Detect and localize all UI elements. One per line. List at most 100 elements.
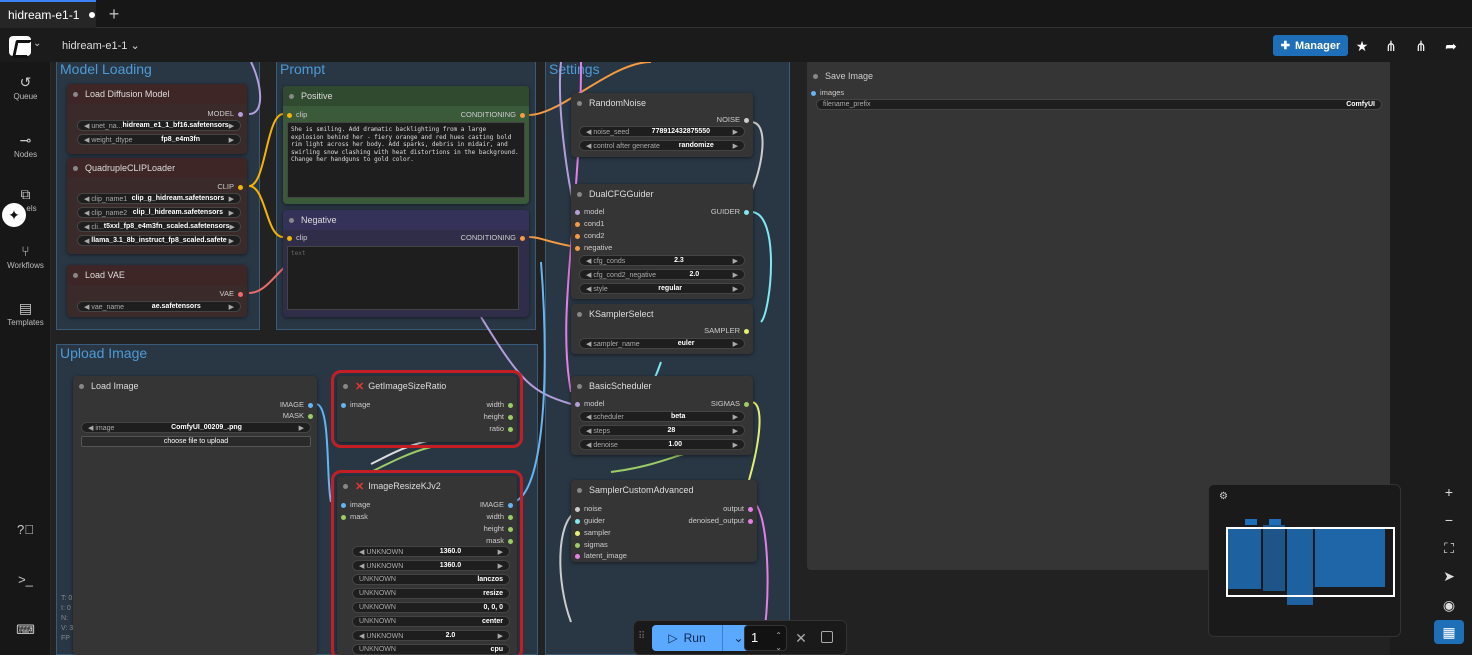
input-model[interactable]: model — [575, 207, 604, 216]
input-negative[interactable]: negative — [575, 243, 612, 252]
sidebar-item-workflows[interactable]: ⑂ Workflows — [0, 243, 51, 270]
node-dual-cfg-guider[interactable]: DualCFGGuider model cond1 cond2 negative… — [571, 184, 753, 299]
node-negative-prompt[interactable]: Negative clip CONDITIONING text — [283, 210, 529, 317]
output-sigmas[interactable]: SIGMAS — [711, 399, 749, 408]
sidebar-item-nodes[interactable]: ⊸ Nodes — [0, 132, 51, 159]
input-mask[interactable]: mask — [341, 512, 368, 521]
help-icon[interactable]: ?⃝ — [17, 522, 34, 537]
input-cond1[interactable]: cond1 — [575, 219, 604, 228]
input-clip[interactable]: clip — [287, 110, 307, 119]
widget-clip-name3[interactable]: ◀ cli...t5xxl_fp8_e4m3fn_scaled.safetens… — [77, 221, 241, 232]
node-badge-icon[interactable]: ⋔ — [1385, 38, 1397, 54]
widget-clip-name4[interactable]: ◀llama_3.1_8b_instruct_fp8_scaled.safete… — [77, 235, 241, 246]
workflow-name-menu[interactable]: hidream-e1-1 ⌄ — [62, 40, 140, 52]
share-icon[interactable]: ➦ — [1445, 38, 1457, 54]
input-noise[interactable]: noise — [575, 504, 602, 513]
negative-prompt-text[interactable]: text — [287, 246, 519, 310]
output-guider[interactable]: GUIDER — [711, 207, 749, 216]
zoom-out-icon[interactable]: − — [1444, 512, 1454, 528]
output-clip[interactable]: CLIP — [217, 182, 243, 191]
manager-button[interactable]: ✚ Manager — [1273, 35, 1348, 56]
fit-view-icon[interactable]: ⛶ — [1444, 540, 1454, 556]
node-load-diffusion-model[interactable]: Load Diffusion Model MODEL ◀ unet_na...h… — [67, 84, 247, 154]
output-image[interactable]: IMAGE — [480, 500, 513, 509]
comfy-logo-icon[interactable] — [9, 36, 31, 56]
keyboard-icon[interactable]: ⌨ — [16, 622, 35, 637]
workflow-tab[interactable]: hidream-e1-1 — [0, 0, 96, 28]
sidebar-item-templates[interactable]: ▤ Templates — [0, 300, 51, 327]
stop-icon[interactable] — [821, 631, 833, 643]
output-output[interactable]: output — [723, 504, 753, 513]
sparkle-icon[interactable]: ✦ — [2, 203, 26, 227]
input-clip[interactable]: clip — [287, 233, 307, 242]
minimap-viewport[interactable] — [1226, 527, 1395, 597]
input-images[interactable]: images — [811, 88, 844, 97]
eye-icon[interactable]: ◉ — [1442, 597, 1456, 613]
output-model[interactable]: MODEL — [207, 109, 243, 118]
cancel-icon[interactable]: ✕ — [795, 630, 807, 646]
input-cond2[interactable]: cond2 — [575, 231, 604, 240]
run-button[interactable]: ▷ Run — [652, 625, 722, 651]
output-height[interactable]: height — [484, 412, 513, 421]
output-vae[interactable]: VAE — [220, 289, 243, 298]
drag-handle-icon[interactable]: ⠿ — [638, 631, 646, 642]
input-image[interactable]: image — [341, 500, 370, 509]
output-denoised-output[interactable]: denoised_output — [689, 516, 753, 525]
node-image-resize-kjv2[interactable]: ✕ImageResizeKJv2 image mask IMAGE width … — [337, 476, 517, 655]
zoom-in-icon[interactable]: + — [1444, 484, 1454, 500]
upload-button[interactable]: choose file to upload — [81, 436, 311, 447]
output-width[interactable]: width — [486, 512, 513, 521]
widget-unet-name[interactable]: ◀ unet_na...hidream_e1_1_bf16.safetensor… — [77, 120, 241, 131]
output-width[interactable]: width — [486, 400, 513, 409]
input-image[interactable]: image — [341, 400, 370, 409]
minimap-settings-icon[interactable]: ⚙ — [1219, 491, 1228, 502]
sidebar-item-queue[interactable]: ↺ Queue — [0, 74, 51, 101]
input-sigmas[interactable]: sigmas — [575, 540, 608, 549]
input-sampler[interactable]: sampler — [575, 528, 611, 537]
graph-canvas[interactable]: Model Loading Prompt Settings Upload Ima… — [51, 62, 1472, 655]
output-mask[interactable]: MASK — [283, 411, 313, 420]
input-guider[interactable]: guider — [575, 516, 605, 525]
output-mask[interactable]: mask — [486, 536, 513, 545]
output-ratio[interactable]: ratio — [489, 424, 513, 433]
minimap[interactable]: ⚙ — [1208, 484, 1401, 637]
terminal-icon[interactable]: >_ — [18, 572, 33, 587]
output-sampler[interactable]: SAMPLER — [704, 326, 749, 335]
output-height[interactable]: height — [484, 524, 513, 533]
input-model[interactable]: model — [575, 399, 604, 408]
select-mode-icon[interactable]: ➤ — [1443, 568, 1455, 584]
output-noise[interactable]: NOISE — [717, 115, 749, 124]
sidebar-item-models[interactable]: ⧉ els — [0, 186, 51, 213]
chevron-down-icon[interactable]: ⌄ — [33, 38, 42, 49]
positive-prompt-text[interactable]: She is smiling. Add dramatic backlightin… — [287, 122, 525, 198]
star-icon[interactable]: ★ — [1355, 38, 1369, 54]
output-image[interactable]: IMAGE — [280, 400, 313, 409]
node-positive-prompt[interactable]: Positive clip CONDITIONING She is smilin… — [283, 86, 529, 204]
node-get-image-size-ratio[interactable]: ✕GetImageSizeRatio image width height ra… — [337, 376, 517, 442]
